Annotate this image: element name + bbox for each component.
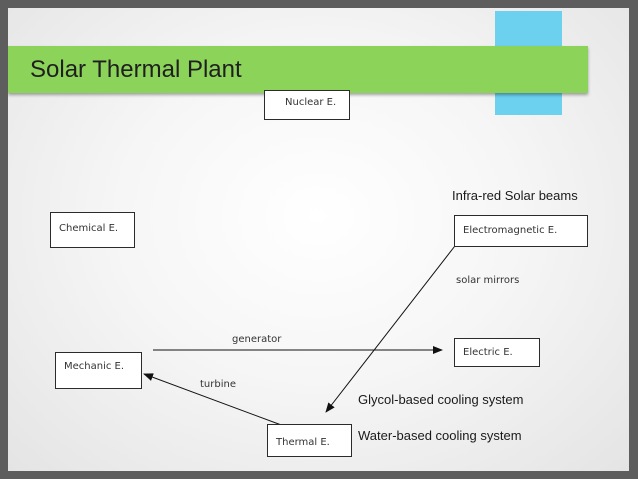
arrows-layer [143,241,459,427]
electromagnetic-energy-label: Electromagnetic E. [463,225,558,236]
solar-mirrors-label: solar mirrors [456,275,520,286]
infra-red-annotation: Infra-red Solar beams [452,188,578,203]
generator-label: generator [232,334,282,345]
chemical-energy-node: Chemical E. [50,212,135,248]
glycol-annotation: Glycol-based cooling system [358,392,524,407]
chemical-energy-label: Chemical E. [59,223,119,234]
slide: Solar Thermal Plant Nuclear E. Chemical … [8,8,629,471]
electromagnetic-energy-node: Electromagnetic E. [454,215,588,247]
thermal-energy-node: Thermal E. [267,424,352,457]
slide-title: Solar Thermal Plant [30,56,242,83]
turbine-arrow [143,373,285,427]
thermal-energy-label: Thermal E. [276,437,330,448]
nuclear-energy-node: Nuclear E. [264,90,350,120]
electric-energy-node: Electric E. [454,338,540,367]
solar-mirrors-arrow [325,241,459,413]
nuclear-energy-label: Nuclear E. [285,97,337,108]
turbine-label: turbine [200,379,236,390]
water-annotation: Water-based cooling system [358,428,522,443]
title-banner: Solar Thermal Plant [8,46,588,93]
mechanic-energy-label: Mechanic E. [64,361,125,372]
mechanic-energy-node: Mechanic E. [55,352,142,389]
electric-energy-label: Electric E. [463,347,513,358]
